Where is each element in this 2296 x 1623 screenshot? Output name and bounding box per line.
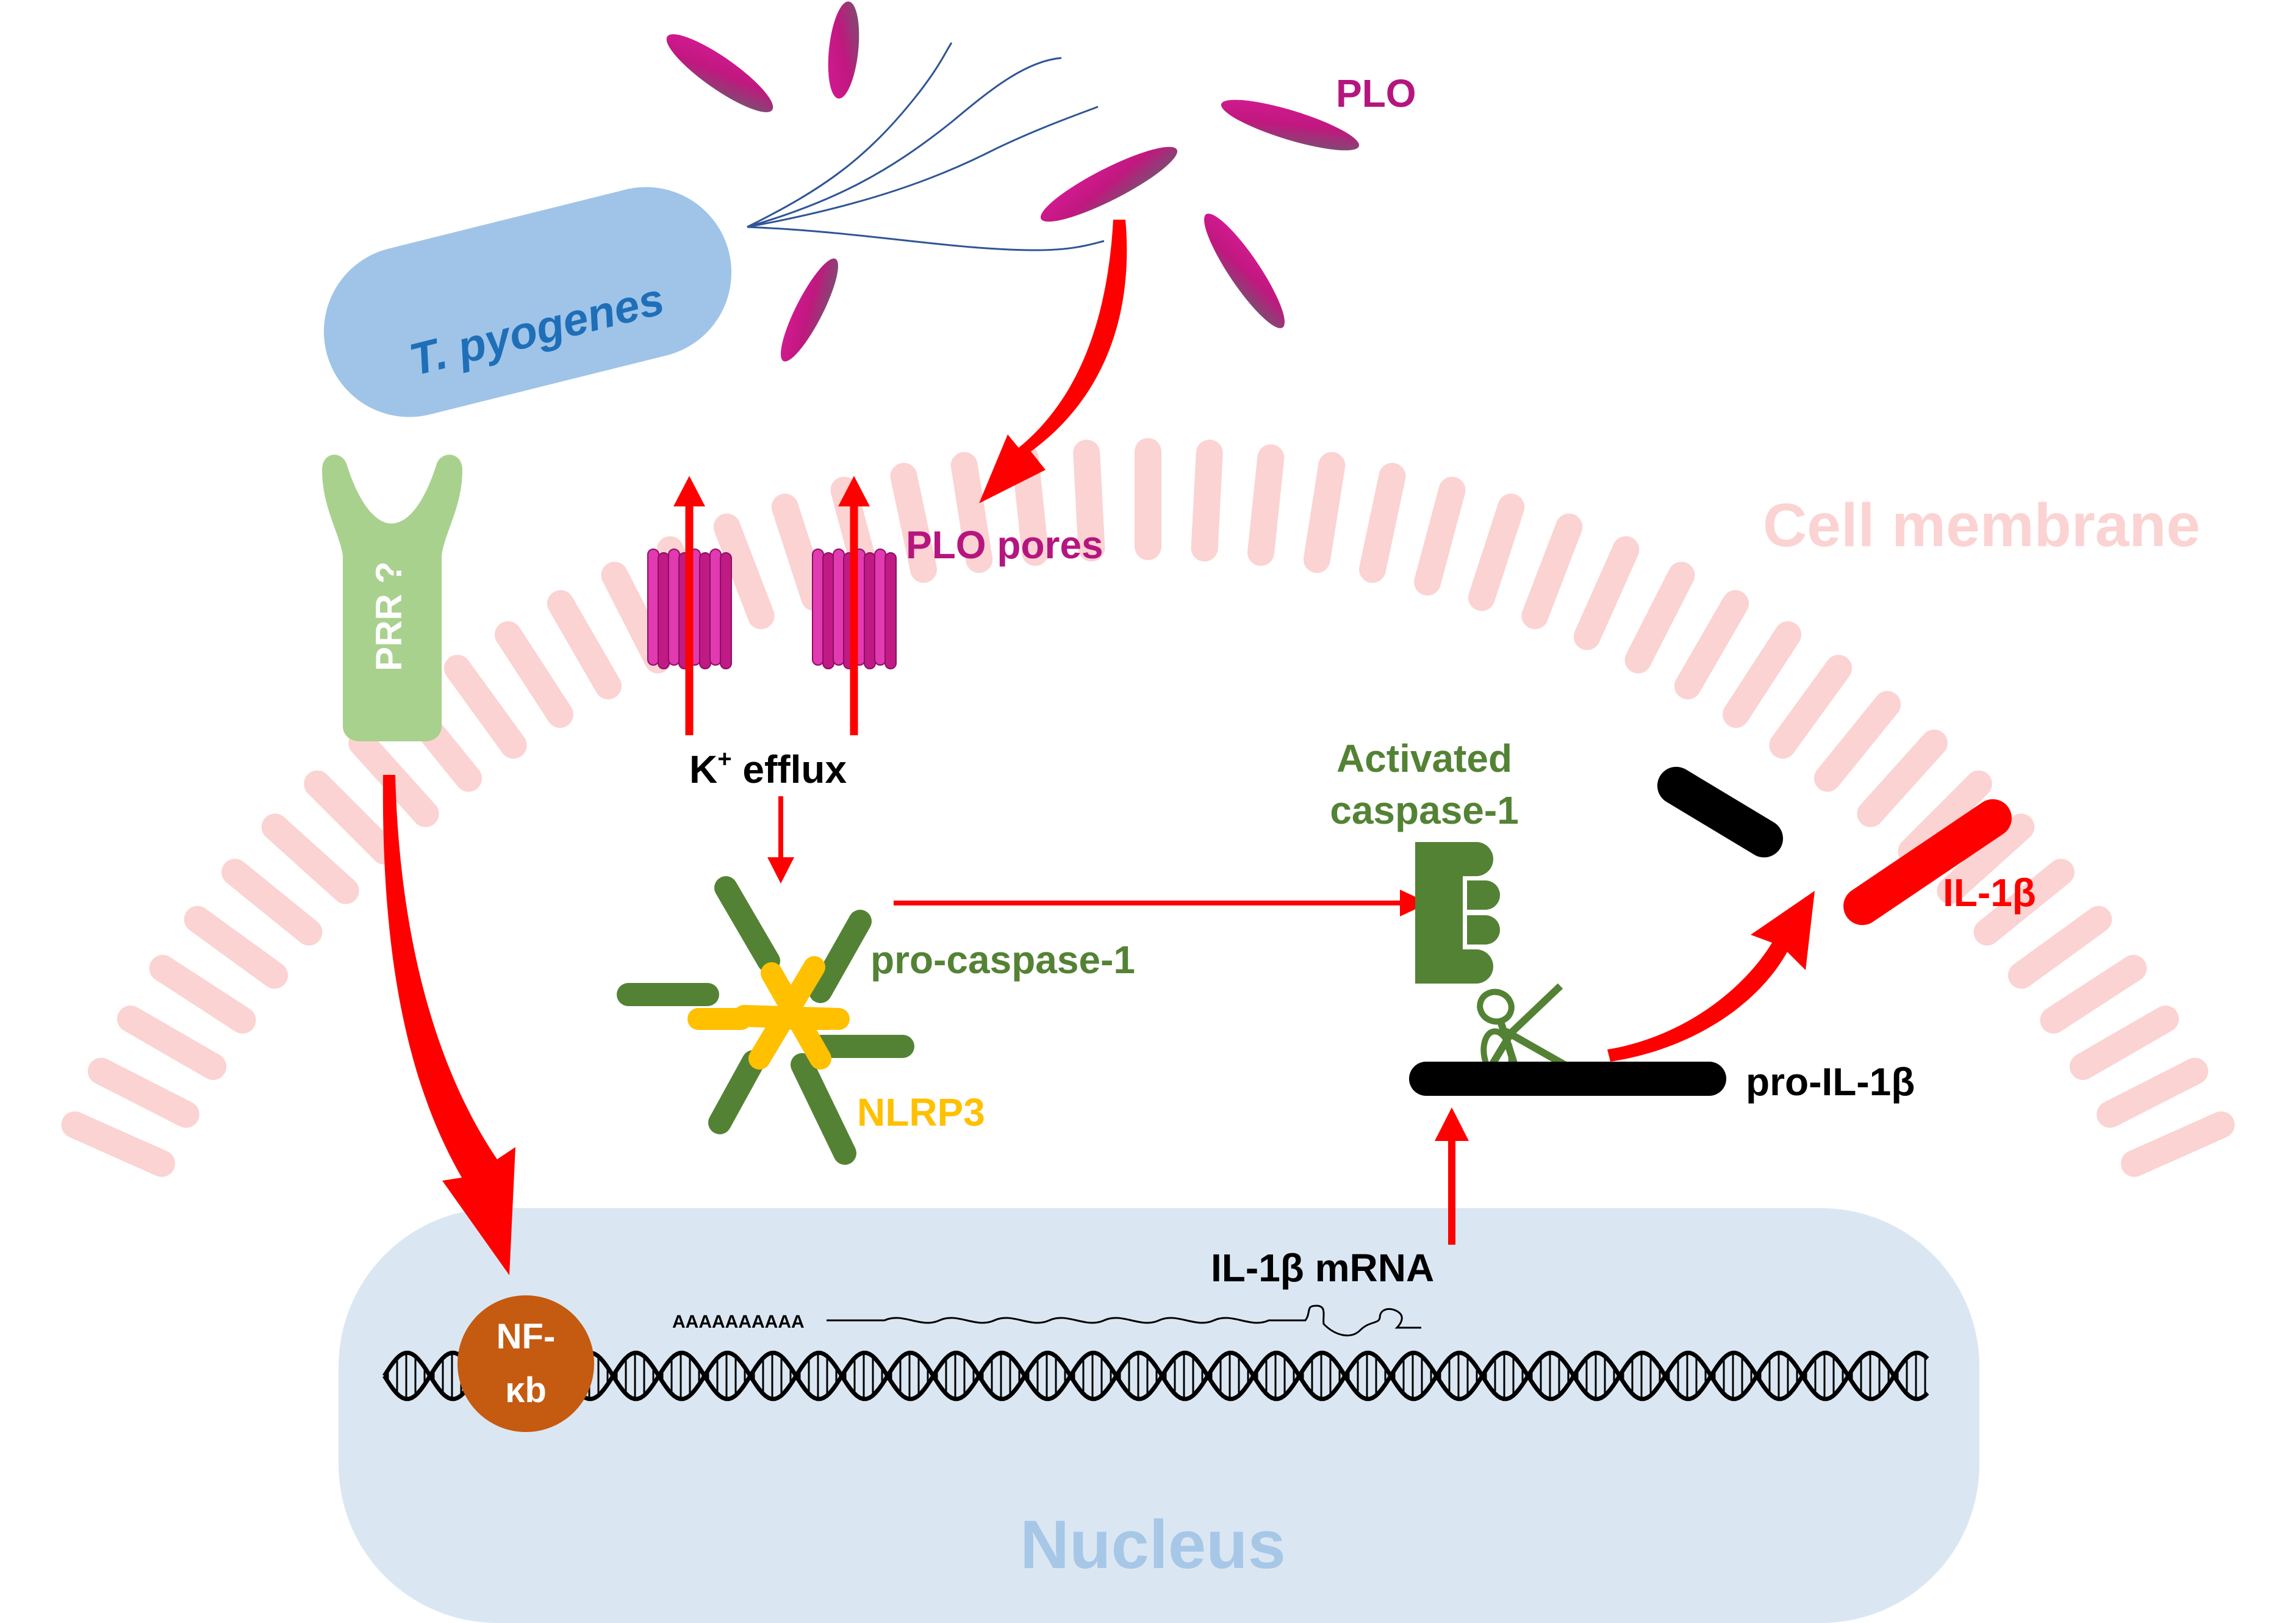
membrane-lipid bbox=[87, 1057, 199, 1128]
arrow-prr-to-nfkb bbox=[382, 775, 515, 1275]
pore-subunit bbox=[884, 552, 897, 669]
membrane-lipid bbox=[1723, 621, 1801, 728]
pro-il1b bbox=[1409, 1062, 1726, 1096]
nucleus-label: Nucleus bbox=[1020, 1506, 1286, 1583]
nfkb-label-line1: NF- bbox=[497, 1317, 556, 1356]
membrane-lipid bbox=[1973, 858, 2075, 946]
prr-label: PRR ? bbox=[368, 561, 409, 671]
membrane-lipid bbox=[547, 590, 622, 700]
arrow-translation bbox=[1435, 1107, 1469, 1245]
arrow-activation bbox=[894, 890, 1429, 916]
mrna-strand bbox=[827, 1305, 1421, 1337]
membrane-lipid bbox=[495, 621, 573, 728]
membrane-lipid bbox=[2007, 905, 2112, 989]
pro-caspase-1-arms bbox=[617, 876, 914, 1165]
membrane-lipid bbox=[1898, 770, 1992, 865]
arrow-k-to-inflammasome bbox=[767, 796, 794, 883]
membrane-lipid bbox=[890, 462, 938, 583]
membrane-lipid bbox=[261, 813, 359, 904]
pore-subunit bbox=[864, 552, 876, 669]
membrane-lipid bbox=[1573, 536, 1640, 650]
nlrp3-core bbox=[687, 956, 850, 1070]
pore-subunit bbox=[647, 549, 659, 666]
arrow-cleavage bbox=[1607, 891, 1815, 1062]
il1b-label: IL-1β bbox=[1943, 871, 2036, 915]
membrane-lipid bbox=[221, 858, 323, 946]
membrane-lipid bbox=[1414, 477, 1466, 596]
membrane-lipid bbox=[2097, 1057, 2209, 1128]
membrane-lipid bbox=[1303, 452, 1346, 573]
membrane-lipid bbox=[1191, 439, 1223, 562]
nfkb-label-line2: κb bbox=[505, 1370, 547, 1410]
membrane-lipid bbox=[1624, 561, 1695, 674]
pore-subunit bbox=[668, 549, 680, 666]
trueperella-pyogenes-bacterium bbox=[323, 187, 732, 417]
membrane-lipid bbox=[1857, 729, 1948, 827]
il1b-mrna-label: IL-1β mRNA bbox=[1211, 1246, 1434, 1290]
nlrp3-label: NLRP3 bbox=[857, 1090, 985, 1134]
activated-caspase-1-label-line2: caspase-1 bbox=[1330, 788, 1519, 832]
membrane-lipid bbox=[1135, 438, 1161, 560]
pore-subunit bbox=[720, 552, 732, 669]
poly-a-tail: AAAAAAAAAA bbox=[672, 1312, 805, 1332]
activated-caspase-1-label-line1: Activated bbox=[1336, 736, 1512, 780]
membrane-lipid bbox=[184, 905, 289, 989]
membrane-lipid bbox=[2069, 1006, 2179, 1080]
pore-subunit bbox=[874, 549, 886, 666]
flagella bbox=[747, 42, 1105, 251]
membrane-lipid bbox=[117, 1006, 227, 1080]
membrane-lipid bbox=[1769, 655, 1853, 759]
membrane-lipid bbox=[2040, 955, 2147, 1034]
membrane-lipid bbox=[1247, 444, 1285, 566]
mature-il1b bbox=[1843, 799, 2012, 926]
plo-label: PLO bbox=[1336, 71, 1416, 115]
pore-subunit bbox=[812, 549, 824, 666]
membrane-lipid bbox=[1358, 462, 1406, 583]
membrane-lipid bbox=[950, 452, 993, 573]
plo-toxins bbox=[666, 1, 1360, 362]
membrane-lipid bbox=[149, 955, 256, 1034]
k-efflux-arrows bbox=[673, 476, 870, 735]
membrane-lipid bbox=[1521, 513, 1583, 630]
pore-subunit bbox=[699, 552, 711, 669]
pore-subunit bbox=[709, 549, 722, 666]
dna-helix bbox=[382, 1350, 1929, 1402]
membrane-lipid bbox=[1674, 590, 1749, 700]
dna-strand bbox=[382, 1350, 1929, 1402]
membrane-lipid bbox=[61, 1111, 176, 1177]
membrane-lipid bbox=[1937, 813, 2035, 904]
membrane-lipid bbox=[1813, 691, 1901, 792]
prr-receptor bbox=[322, 455, 462, 741]
nfkb-protein bbox=[457, 1295, 594, 1432]
pore-subunit bbox=[658, 552, 670, 669]
arrow-plo-to-pores bbox=[979, 220, 1127, 503]
membrane-lipid bbox=[2120, 1111, 2235, 1177]
membrane-lipid bbox=[713, 513, 775, 630]
pro-caspase-1-label: pro-caspase-1 bbox=[870, 938, 1135, 982]
cleaved-prodomain bbox=[1657, 766, 1784, 858]
membrane-lipid bbox=[443, 655, 527, 759]
nucleus bbox=[339, 1208, 1979, 1623]
cell-membrane-label: Cell membrane bbox=[1763, 491, 2200, 560]
pore-subunit bbox=[822, 552, 834, 669]
pro-il1b-label: pro-IL-1β bbox=[1746, 1060, 1915, 1104]
membrane-lipid bbox=[1073, 439, 1105, 562]
membrane-lipid bbox=[304, 770, 398, 865]
k-efflux-label: K+ efflux bbox=[689, 746, 847, 791]
membrane-lipid bbox=[1468, 494, 1525, 611]
dna-strand bbox=[382, 1350, 1929, 1402]
pore-subunit bbox=[833, 549, 845, 666]
plo-pores-label: PLO pores bbox=[906, 523, 1103, 567]
activated-caspase-1 bbox=[1415, 842, 1500, 984]
